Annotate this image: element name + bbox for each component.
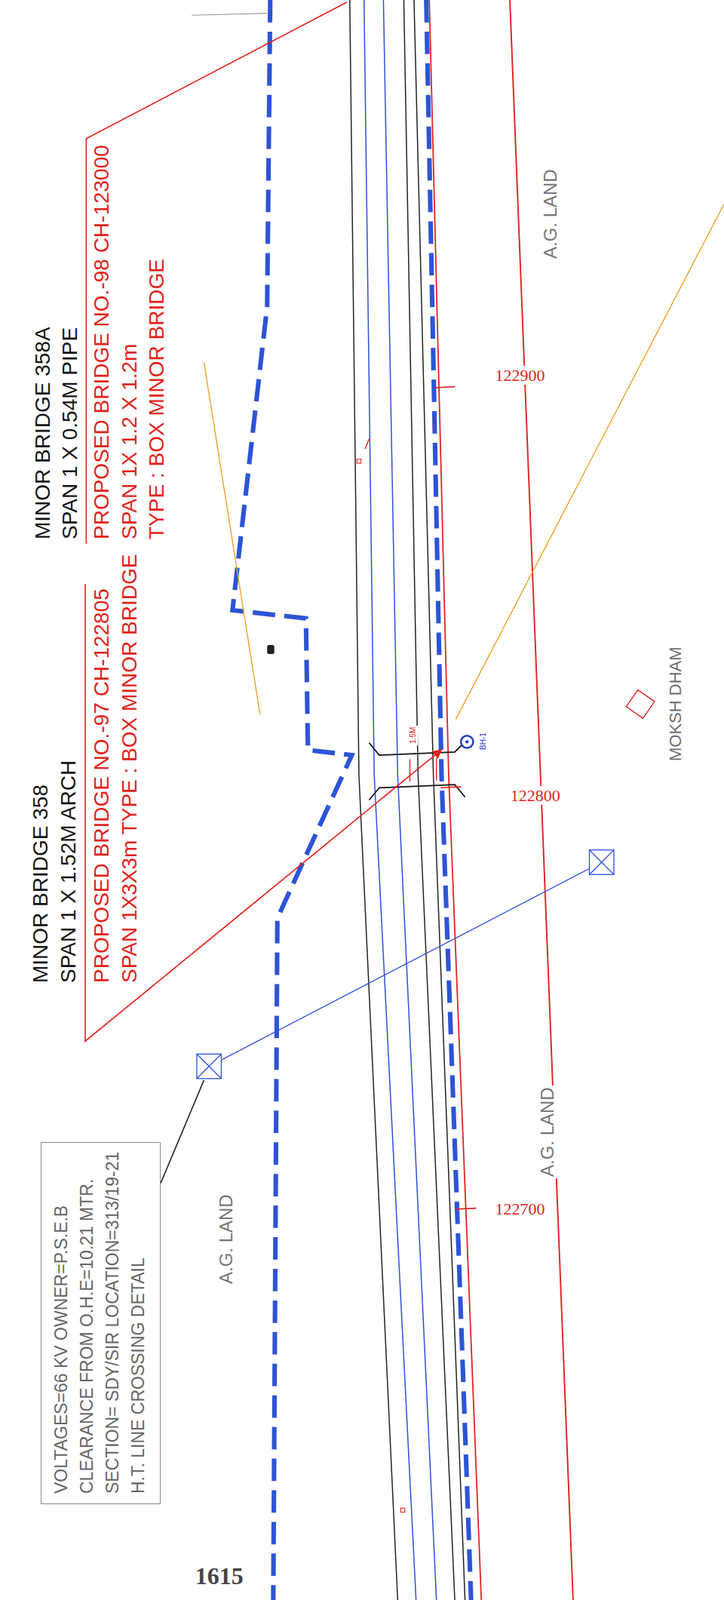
info-text: SECTION= SDY/SIR LOCATION=313/19-21 <box>101 1151 125 1494</box>
existing-bridge-label: MINOR BRIDGE 358 <box>28 782 53 985</box>
chainage-tick <box>440 786 461 788</box>
borehole-symbol <box>460 735 473 748</box>
road-edge <box>414 0 466 1600</box>
land-use-label: A.G. LAND <box>215 1193 237 1286</box>
bridge-symbol <box>409 758 411 782</box>
road-edge <box>349 0 399 1600</box>
tower-symbol <box>589 849 614 875</box>
survey-mark <box>400 1507 405 1512</box>
land-use-label: A.G. LAND <box>536 1086 559 1179</box>
tower-symbol <box>196 1053 221 1078</box>
info-text: VOLTAGES=66 KV OWNER=P.S.E.B <box>50 1205 74 1494</box>
proposed-bridge-type: TYPE : BOX MINOR BRIDGE <box>144 257 169 541</box>
tower-symbol <box>589 849 614 875</box>
dimension-label: 1.5M <box>408 725 418 746</box>
bridge-symbol <box>435 757 437 781</box>
land-use-label: A.G. LAND <box>539 168 562 261</box>
tower-symbol <box>196 1053 221 1078</box>
frame-line <box>191 13 267 16</box>
tower-symbol <box>589 849 614 875</box>
callout-leader <box>85 2 347 544</box>
existing-bridge-span: SPAN 1 X 0.54M PIPE <box>58 325 83 540</box>
leader-line <box>160 1079 204 1184</box>
borehole-symbol <box>465 739 469 743</box>
drain-line <box>232 0 352 1600</box>
ht-line <box>208 862 602 1067</box>
survey-mark <box>356 459 361 464</box>
stream-line <box>203 362 260 715</box>
boundary-line <box>429 0 482 1600</box>
chainage-tick <box>434 386 455 388</box>
proposed-bridge-label: PROPOSED BRIDGE NO.-98 CH-123000 <box>89 143 114 541</box>
info-text: CLEARANCE FROM O.H.E=10.21 MTR. <box>76 1178 99 1494</box>
proposed-bridge-span: SPAN 1X3X3m TYPE : BOX MINOR BRIDGE <box>117 552 142 984</box>
proposed-bridge-label: PROPOSED BRIDGE NO.-97 CH-122805 <box>89 586 114 985</box>
sheet-number: 1615 <box>193 1561 246 1590</box>
chainage-number: 122900 <box>493 365 547 385</box>
survey-mark <box>365 438 369 450</box>
existing-bridge-span: SPAN 1 X 1.52M ARCH <box>56 758 81 985</box>
tower-symbol <box>196 1053 221 1078</box>
info-box: VOLTAGES=66 KV OWNER=P.S.E.BCLEARANCE FR… <box>40 1141 161 1504</box>
chainage-number: 122700 <box>493 1199 547 1218</box>
tree-symbol <box>266 644 274 654</box>
chainage-number: 122800 <box>509 785 562 805</box>
track-line <box>383 0 436 1600</box>
landmark-symbol <box>625 690 655 719</box>
chainage-tick <box>455 1208 476 1209</box>
tower-symbol <box>589 849 614 875</box>
drain-line <box>426 0 471 1600</box>
tower-symbol <box>196 1053 221 1078</box>
proposed-bridge-span: SPAN 1X 1.2 X 1.2m <box>117 341 142 540</box>
borehole-label: BH-1 <box>478 731 488 752</box>
existing-bridge-label: MINOR BRIDGE 358A <box>30 325 56 541</box>
info-text: H.T. LINE CROSSING DETAIL <box>127 1257 151 1495</box>
landmark-label: MOKSH DHAM <box>665 644 685 763</box>
stream-line <box>455 204 724 720</box>
